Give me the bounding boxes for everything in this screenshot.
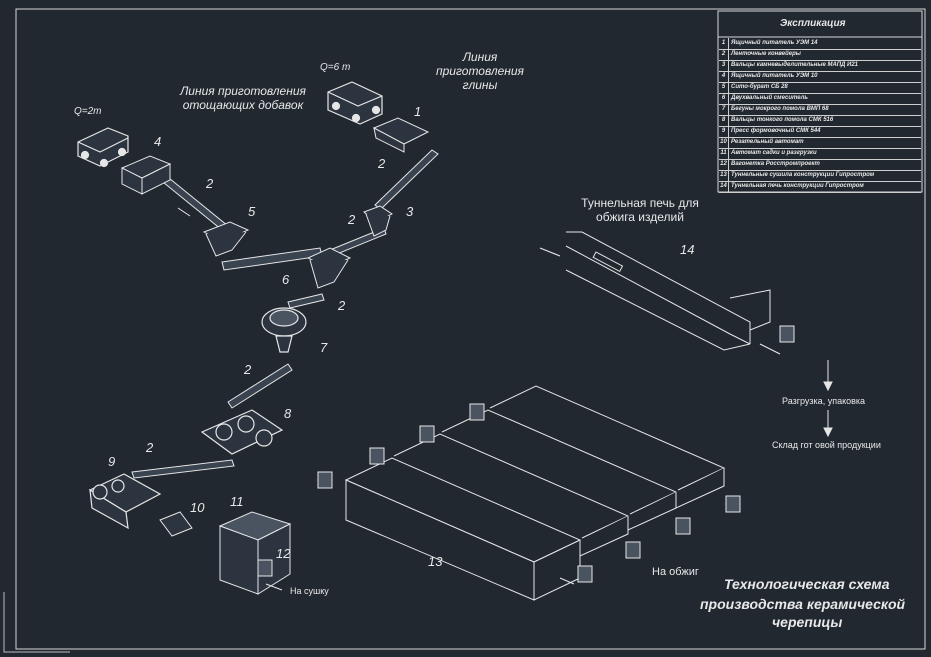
legend-row-number: 6 — [719, 93, 729, 104]
pos-2: 2 — [378, 156, 386, 171]
box-feeder-1-icon — [372, 117, 430, 153]
pos-9: 9 — [108, 454, 116, 469]
legend-row-text: Вальцы тонкого помола СМК 516 — [731, 117, 834, 123]
edge-runners-7-icon — [261, 307, 307, 353]
legend-row-number: 13 — [719, 170, 729, 181]
legend-row-text: Ленточные конвейеры — [731, 51, 801, 57]
unload-label: Разгрузка, упаковка — [782, 396, 866, 406]
legend-title: Экспликация — [780, 18, 846, 29]
hopper-3-icon — [363, 205, 393, 237]
mixer-6-icon — [306, 247, 352, 289]
legend-row-number: 10 — [719, 137, 729, 148]
to-drying-label: На сушку — [290, 586, 329, 596]
legend-row-number: 9 — [719, 126, 729, 137]
legend-row-text: Ящичный питатель УЭМ 14 — [731, 40, 818, 46]
legend-row-text: Туннельные сушила конструкции Гипростром — [731, 172, 875, 178]
truck-left-capacity: Q=2т — [74, 106, 102, 117]
press-9-icon — [88, 473, 162, 530]
legend-row-text: Двухвальный смеситель — [731, 95, 808, 101]
brick-stacks-icon — [257, 325, 795, 583]
legend-row-text: Бегуны мокрого помола ВМП 68 — [731, 106, 829, 112]
cutter-10-icon — [159, 511, 193, 537]
legend-row-number: 2 — [719, 49, 729, 60]
pos-1: 1 — [414, 104, 422, 119]
pos-4: 4 — [154, 134, 162, 149]
to-firing-label: На обжиг — [652, 566, 699, 578]
pos-6: 6 — [282, 272, 290, 287]
truck-left-icon — [77, 127, 129, 168]
pos-14: 14 — [680, 242, 695, 257]
legend-row-number: 11 — [719, 148, 729, 159]
legend-row-text: Сито-бурат СБ 28 — [731, 84, 788, 90]
additives-line-label: Линия приготовления отощающих добавок — [180, 84, 306, 112]
pos-3: 3 — [406, 204, 414, 219]
box-feeder-4-icon — [120, 155, 172, 195]
pos-2: 2 — [206, 176, 214, 191]
legend-row-text: Вальцы камневыделительные МАПД И21 — [731, 62, 859, 68]
tunnel-kiln-14-icon — [539, 231, 781, 355]
truck-right-icon — [327, 81, 383, 125]
legend-row-number: 3 — [719, 60, 729, 71]
legend-row-text: Резательный автомат — [731, 139, 804, 145]
legend-row-number: 5 — [719, 82, 729, 93]
truck-right-capacity: Q=6 т — [320, 62, 351, 73]
pos-5: 5 — [248, 204, 256, 219]
conveyor-belts — [131, 149, 439, 479]
main-title-line2: производства керамической — [700, 596, 906, 612]
main-title-line1: Технологическая схема — [724, 576, 890, 592]
pos-2: 2 — [338, 298, 346, 313]
legend-row-number: 12 — [719, 159, 729, 170]
warehouse-label: Склад гот овой продукции — [772, 440, 881, 450]
legend-row-number: 14 — [719, 181, 729, 192]
main-title-line3: черепицы — [772, 614, 843, 630]
pos-7: 7 — [320, 340, 328, 355]
pos-12: 12 — [276, 546, 291, 561]
legend-row-text: Ящичный питатель УЭМ 10 — [731, 73, 818, 79]
rollers-8-icon — [200, 409, 284, 455]
hopper-5-icon — [202, 221, 250, 257]
pos-13: 13 — [428, 554, 443, 569]
ucs-icon — [3, 592, 70, 653]
pos-2: 2 — [244, 362, 252, 377]
legend-row-number: 7 — [719, 104, 729, 115]
legend-row-text: Туннельная печь конструкции Гипростром — [731, 183, 864, 189]
pos-8: 8 — [284, 406, 292, 421]
pos-2: 2 — [348, 212, 356, 227]
legend-row-number: 1 — [719, 38, 729, 49]
legend-row-number: 4 — [719, 71, 729, 82]
kiln-title: Туннельная печь для обжига изделий — [581, 196, 699, 224]
flow-arrows — [177, 207, 833, 591]
clay-line-label: Линия приготовления глины — [436, 50, 524, 92]
legend-row-number: 8 — [719, 115, 729, 126]
pos-2: 2 — [146, 440, 154, 455]
legend-row-text: Пресс формовочный СМК 544 — [731, 128, 821, 134]
pos-10: 10 — [190, 500, 205, 515]
pos-11: 11 — [230, 494, 244, 509]
drawing-frame — [15, 8, 926, 650]
legend-row-text: Вагонетка Росстромпроект — [731, 161, 820, 167]
legend-row-text: Автомат садки и разгрузки — [731, 150, 817, 156]
tunnel-dryers-13-icon — [344, 385, 726, 601]
